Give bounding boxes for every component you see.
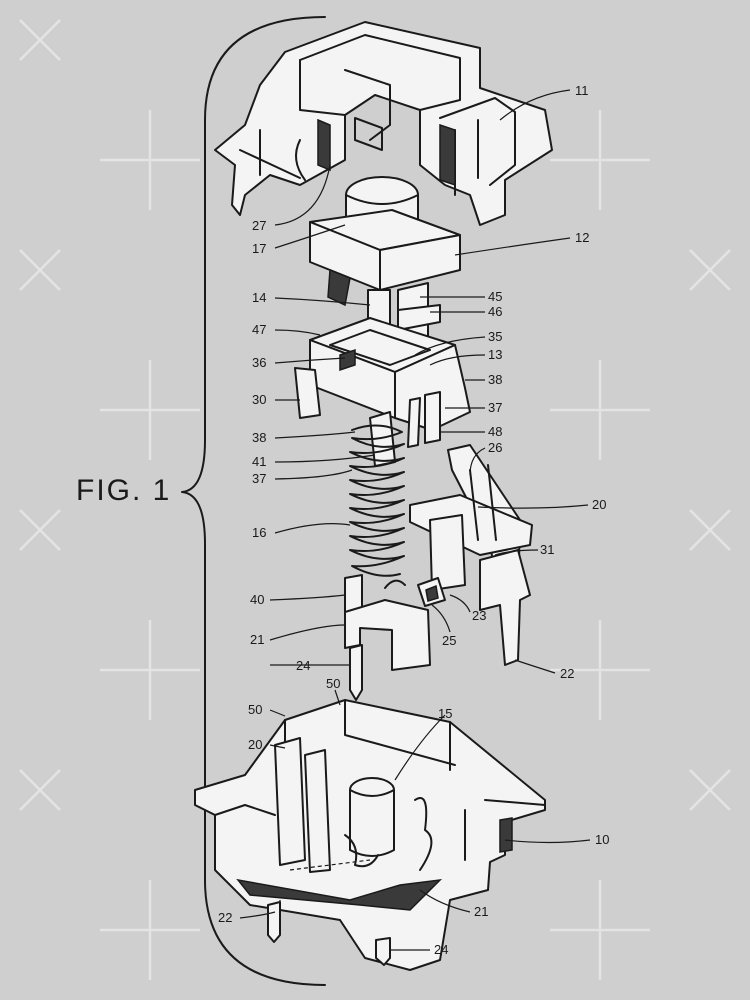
callout-41: 41 (252, 454, 266, 469)
callout-50-top: 50 (326, 676, 340, 691)
callout-17: 17 (252, 241, 266, 256)
callout-37-right: 37 (488, 400, 502, 415)
callout-30: 30 (252, 392, 266, 407)
leader-lines (239, 89, 591, 951)
callout-47: 47 (252, 322, 266, 337)
callout-45: 45 (488, 289, 502, 304)
spring-part-16 (349, 424, 406, 589)
callout-38-right: 38 (488, 372, 502, 387)
callout-38-left: 38 (252, 430, 266, 445)
callout-11: 11 (575, 83, 589, 98)
callout-10: 10 (595, 832, 609, 847)
callout-14: 14 (252, 290, 266, 305)
slider-housing-part-13 (294, 317, 471, 467)
callout-35: 35 (488, 329, 502, 344)
callout-48: 48 (488, 424, 502, 439)
callout-37-left: 37 (252, 471, 266, 486)
contact-part-20 (409, 444, 533, 666)
terminal-part-21 (344, 574, 431, 701)
brace (181, 16, 326, 986)
callout-21-lower: 21 (474, 904, 488, 919)
callout-36: 36 (252, 355, 266, 370)
callout-46: 46 (488, 304, 502, 319)
callout-25: 25 (442, 633, 456, 648)
callout-26: 26 (488, 440, 502, 455)
callout-20-upper: 20 (592, 497, 606, 512)
callout-16: 16 (252, 525, 266, 540)
callout-21-upper: 21 (250, 632, 264, 647)
callout-20-lower: 20 (248, 737, 262, 752)
callout-22-upper: 22 (560, 666, 574, 681)
base-housing-part-10 (194, 699, 546, 971)
callout-40: 40 (250, 592, 264, 607)
top-housing-part-11 (214, 21, 553, 226)
background-watermark (19, 19, 731, 980)
callout-13: 13 (488, 347, 502, 362)
callout-50-left: 50 (248, 702, 262, 717)
callout-24-lower: 24 (434, 942, 448, 957)
figure-title: FIG. 1 (76, 474, 172, 507)
callouts: 11 27 17 12 14 45 46 47 35 36 13 30 38 3… (218, 83, 609, 957)
callout-23: 23 (472, 608, 486, 623)
callout-15: 15 (438, 706, 452, 721)
clip-part-25 (417, 577, 446, 607)
callout-22-lower: 22 (218, 910, 232, 925)
callout-12: 12 (575, 230, 589, 245)
callout-27: 27 (252, 218, 266, 233)
callout-24-upper: 24 (296, 658, 310, 673)
callout-31: 31 (540, 542, 554, 557)
